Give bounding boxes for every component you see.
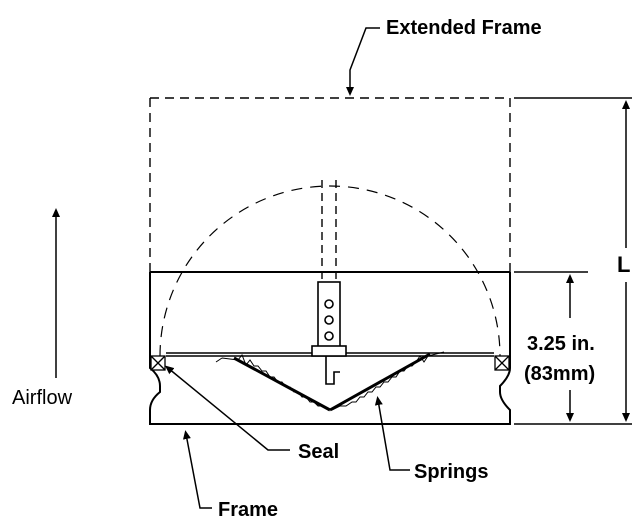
airflow-label: Airflow	[12, 387, 73, 409]
springs-leader	[374, 396, 410, 471]
seal-left	[150, 355, 166, 371]
seal-leader	[164, 365, 290, 451]
extended-frame-leader	[346, 27, 380, 96]
springs-label: Springs	[414, 461, 488, 483]
length-dimension	[514, 97, 632, 425]
height-mm-label: (83mm)	[524, 363, 595, 385]
frame-label: Frame	[218, 499, 278, 521]
seal-right	[494, 355, 510, 371]
frame-leader	[182, 430, 212, 509]
frame-body	[149, 271, 511, 425]
extended-frame-outline	[149, 97, 511, 272]
seal-label: Seal	[298, 441, 339, 463]
length-label: L	[617, 252, 630, 277]
hinge-bracket	[311, 281, 347, 385]
height-dimension	[514, 271, 588, 422]
height-in-label: 3.25 in.	[527, 333, 595, 355]
extended-frame-label: Extended Frame	[386, 17, 542, 39]
blade-swing-arc	[159, 185, 501, 357]
springs	[215, 351, 445, 412]
